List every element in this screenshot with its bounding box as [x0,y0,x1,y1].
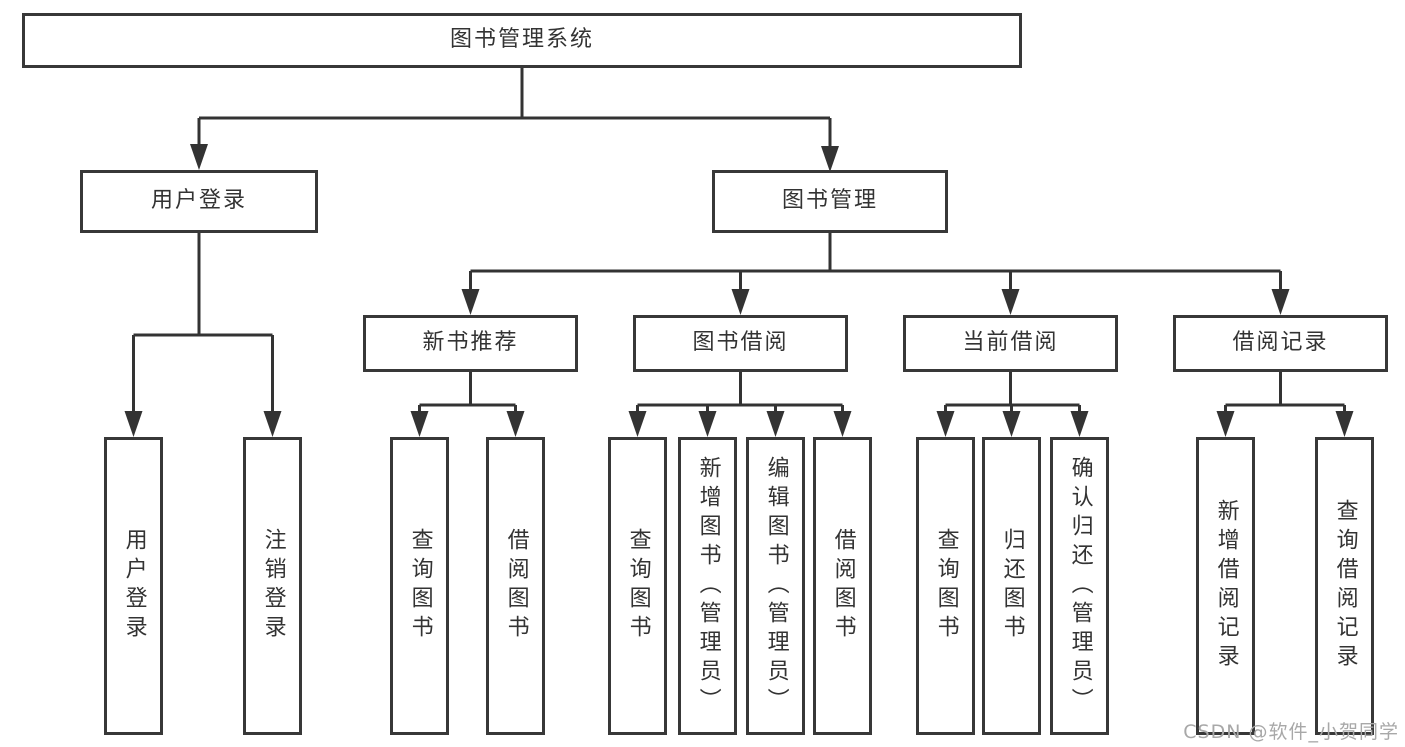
leaf-query-books-current: 查询图书 [916,437,975,735]
node-current-borrowing: 当前借阅 [903,315,1118,372]
node-book-management: 图书管理 [712,170,948,233]
node-book-borrowing: 图书借阅 [633,315,848,372]
node-library-management-system: 图书管理系统 [22,13,1022,68]
node-new-book-recommend: 新书推荐 [363,315,578,372]
leaf-confirm-return-admin: 确认归还（管理员） [1050,437,1109,735]
node-user-login: 用户登录 [80,170,318,233]
leaf-add-book-admin: 新增图书（管理员） [678,437,737,735]
leaf-borrow-books-borrowing: 借阅图书 [813,437,872,735]
node-borrowing-records: 借阅记录 [1173,315,1388,372]
leaf-add-borrow-record: 新增借阅记录 [1196,437,1255,735]
leaf-query-books-borrowing: 查询图书 [608,437,667,735]
leaf-query-books-recommend: 查询图书 [390,437,449,735]
csdn-watermark: CSDN @软件_小贺同学 [1183,721,1399,743]
leaf-return-book: 归还图书 [982,437,1041,735]
leaf-borrow-books-recommend: 借阅图书 [486,437,545,735]
leaf-user-login: 用户登录 [104,437,163,735]
leaf-query-borrow-record: 查询借阅记录 [1315,437,1374,735]
leaf-logout: 注销登录 [243,437,302,735]
leaf-edit-book-admin: 编辑图书（管理员） [746,437,805,735]
